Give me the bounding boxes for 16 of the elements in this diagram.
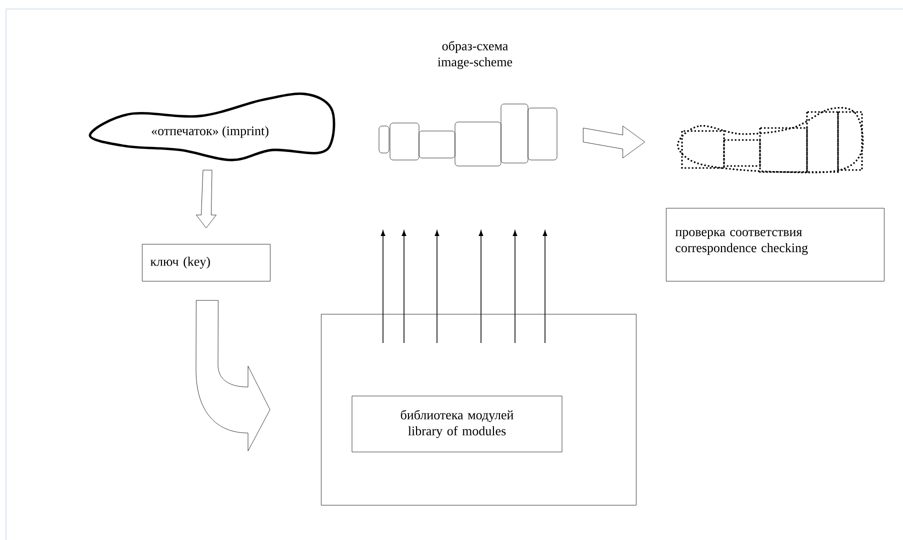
library-box: библиотека модулей library of modules bbox=[352, 396, 562, 452]
imprint-outline: «отпечаток» (imprint) bbox=[88, 92, 336, 162]
checking-box: проверка соответствия correspondence checking bbox=[666, 208, 884, 282]
block-arrow bbox=[583, 126, 645, 158]
arrow bbox=[402, 230, 406, 344]
block-arrow bbox=[196, 170, 216, 228]
arrow bbox=[434, 230, 440, 344]
arrow bbox=[512, 230, 518, 344]
arrow bbox=[478, 230, 484, 344]
library-frame bbox=[321, 314, 636, 506]
block-arrow bbox=[196, 300, 270, 452]
arrow bbox=[380, 230, 386, 344]
key-box: ключ (key) bbox=[142, 244, 270, 282]
outline-check-drawing bbox=[676, 106, 864, 174]
arrow bbox=[542, 230, 548, 344]
heading: образ-схема image-scheme bbox=[438, 40, 512, 70]
